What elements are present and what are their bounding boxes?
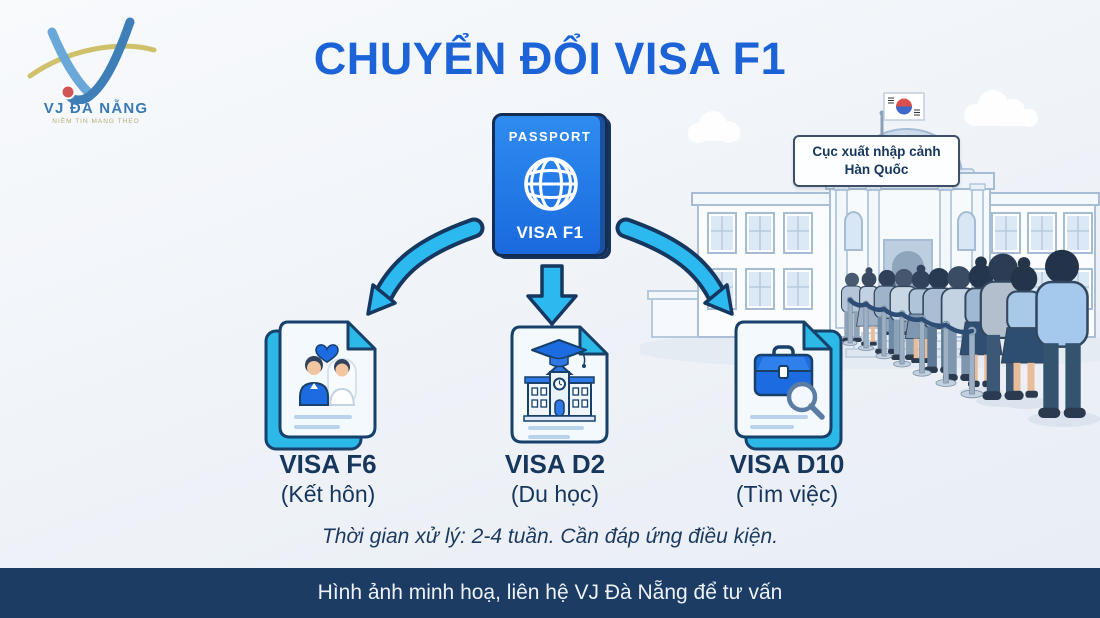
bride-dress [328,387,356,406]
processing-note: Thời gian xử lý: 2-4 tuần. Cần đáp ứng đ… [321,525,779,548]
brand-tagline: NIỀM TIN MANG THEO [52,118,140,125]
briefcase-clasp [778,365,789,379]
doc-text-line [750,425,794,429]
footer-bar: Hình ảnh minh hoạ, liên hệ VJ Đà Nẵng để… [0,568,1100,618]
option-label-d2: VISA D2 (Du học) [470,450,640,508]
visa-category: (Du học) [510,480,600,507]
cloud-left [688,111,740,143]
arrow-center [526,264,578,326]
doc-text-line [294,425,340,429]
visa-name: VISA D10 [729,449,845,479]
side-structure [647,290,705,338]
magnifier-handle [808,403,825,420]
school-icon [523,339,596,422]
magnifier-glass [786,381,818,413]
doc-card-d2 [510,325,609,444]
sign-line-2: Hàn Quốc [844,162,909,177]
queue-barrier [842,296,984,399]
vj-logo-mark [27,17,157,104]
arched-window-left [844,211,863,251]
doc-text-line [294,415,352,419]
doc-text-line [528,435,570,439]
visa-category: (Kết hôn) [280,480,376,507]
graduation-cap-icon [531,339,587,368]
option-label-f6: VISA F6 (Kết hôn) [243,450,413,508]
cloud-right [964,90,1038,127]
doc-card-f6 [264,320,377,451]
groom-suit [299,381,329,406]
option-label-d10: VISA D10 (Tìm việc) [702,450,872,508]
immigration-office-sign: Cục xuất nhập cảnh Hàn Quốc [793,135,960,187]
barrier-rope [847,297,975,335]
doc-folded-corner [578,325,609,356]
brand-logo: VJ ĐÀ NẴNG NIỀM TIN MANG THEO [22,12,170,130]
visa-category: (Tìm việc) [735,480,839,507]
doc-card-d10 [734,320,843,451]
passport-card: PASSPORT VISA F1 [492,113,608,257]
passport-visa-type: VISA F1 [516,223,584,242]
doc-text-line [528,426,584,430]
doc-folded-corner [802,320,833,351]
logo-red-dot [60,84,76,100]
doc-folded-corner [346,320,377,351]
visa-name: VISA D2 [504,449,606,479]
arrow-left [366,217,485,316]
wedding-couple-icon [299,344,357,406]
page-title: CHUYỂN ĐỔI VISA F1 [313,33,787,84]
passport-label: PASSPORT [508,129,592,144]
arched-window-right [957,211,976,251]
footer-text: Hình ảnh minh hoạ, liên hệ VJ Đà Nẵng để… [317,581,783,604]
heart-icon [315,344,339,364]
doc-text-line [750,415,808,419]
visa-name: VISA F6 [279,449,377,479]
globe-icon [524,157,578,211]
briefcase-search-icon [753,345,825,420]
brand-name: VJ ĐÀ NẴNG [43,100,149,117]
sign-line-1: Cục xuất nhập cảnh [812,143,941,159]
